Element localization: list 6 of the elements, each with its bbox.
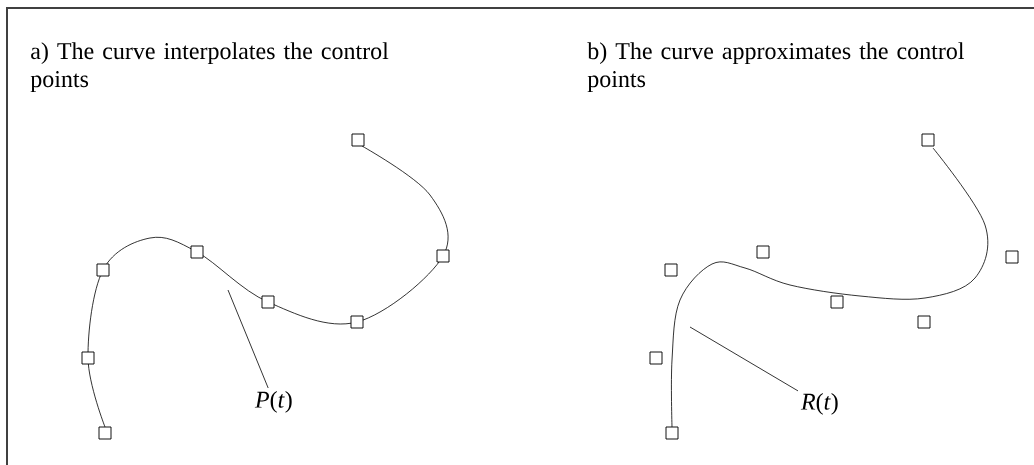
leader-line (227, 289, 269, 389)
curve-label: R(t) (800, 392, 838, 415)
curve-label: P(t) (254, 390, 292, 413)
leader-line (689, 326, 799, 392)
heading: a) The curve interpolates the control points (30, 42, 389, 93)
heading: b) The curve approximates the control points (587, 42, 964, 93)
